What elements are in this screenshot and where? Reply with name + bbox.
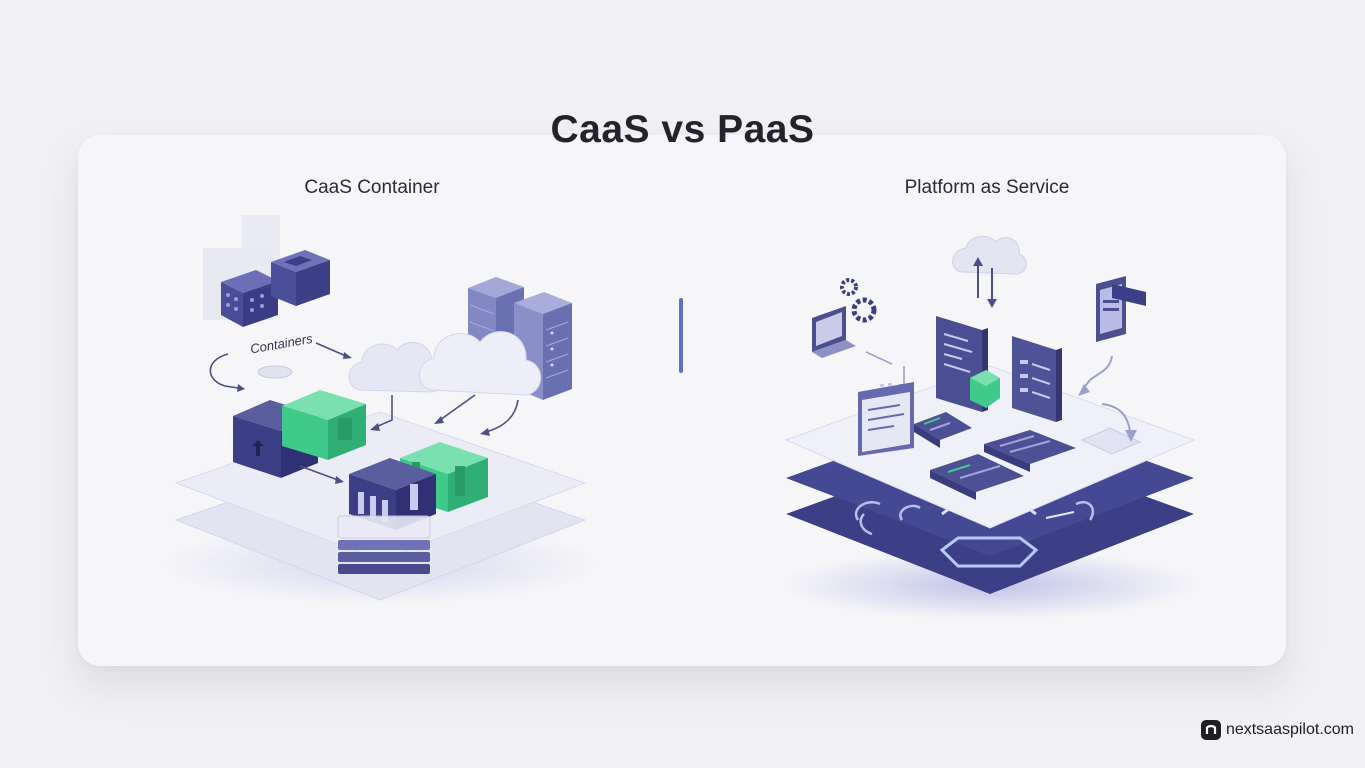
cube-dots-icon (221, 270, 278, 327)
brand-logo-icon (1200, 720, 1221, 740)
cloud-sync-icon (952, 235, 1027, 308)
arrow-icon (315, 342, 347, 357)
panel-divider (679, 298, 683, 373)
caas-glass-panel-2 (242, 215, 280, 270)
arrow-icon (485, 399, 519, 433)
arrow-icon (1101, 403, 1131, 433)
caas-panel-title: CaaS Container (304, 177, 440, 198)
code-tile-icon (914, 412, 972, 448)
arrow-head (370, 423, 380, 431)
cube-icon (271, 250, 330, 306)
arrow-head (1125, 430, 1137, 442)
arrow-icon (1081, 355, 1113, 391)
arrow-icon (209, 353, 239, 389)
gear-icon (840, 278, 877, 323)
code-tile-icon (930, 454, 1024, 500)
code-tile-icon (984, 430, 1076, 472)
arrow-icon (1045, 511, 1075, 519)
arrow-head (1078, 384, 1090, 396)
page-title: CaaS vs PaaS (550, 108, 815, 151)
refresh-icon (859, 513, 873, 536)
refresh-icon (854, 501, 881, 521)
brand-watermark: nextsaaspilot.com (1200, 720, 1354, 740)
card-icon (1080, 427, 1142, 455)
arrow-head (237, 384, 245, 392)
arrow-head (480, 428, 490, 436)
laptop-icon (812, 306, 856, 358)
brand-text: nextsaaspilot.com (1225, 721, 1354, 738)
tablet-icon (1096, 276, 1146, 342)
arrow-head (434, 416, 444, 424)
browser-window-icon (858, 382, 914, 456)
arrow-head (343, 352, 352, 359)
storage-stack-icon (337, 515, 431, 574)
cloud-icon (419, 331, 541, 396)
arrow-icon (439, 394, 476, 421)
arrow-icon (865, 351, 893, 365)
refresh-icon (1075, 501, 1095, 521)
document-panel-icon (1012, 336, 1062, 422)
arrow-icon (375, 395, 393, 428)
disk-icon (257, 365, 293, 379)
refresh-icon (899, 504, 921, 521)
container-green-icon (282, 390, 366, 460)
paas-panel-title: Platform as Service (904, 177, 1070, 198)
arrow-head (335, 476, 344, 484)
glow-ring (939, 536, 1039, 568)
arrow-icon (299, 465, 339, 481)
shield-icon (970, 370, 1000, 408)
